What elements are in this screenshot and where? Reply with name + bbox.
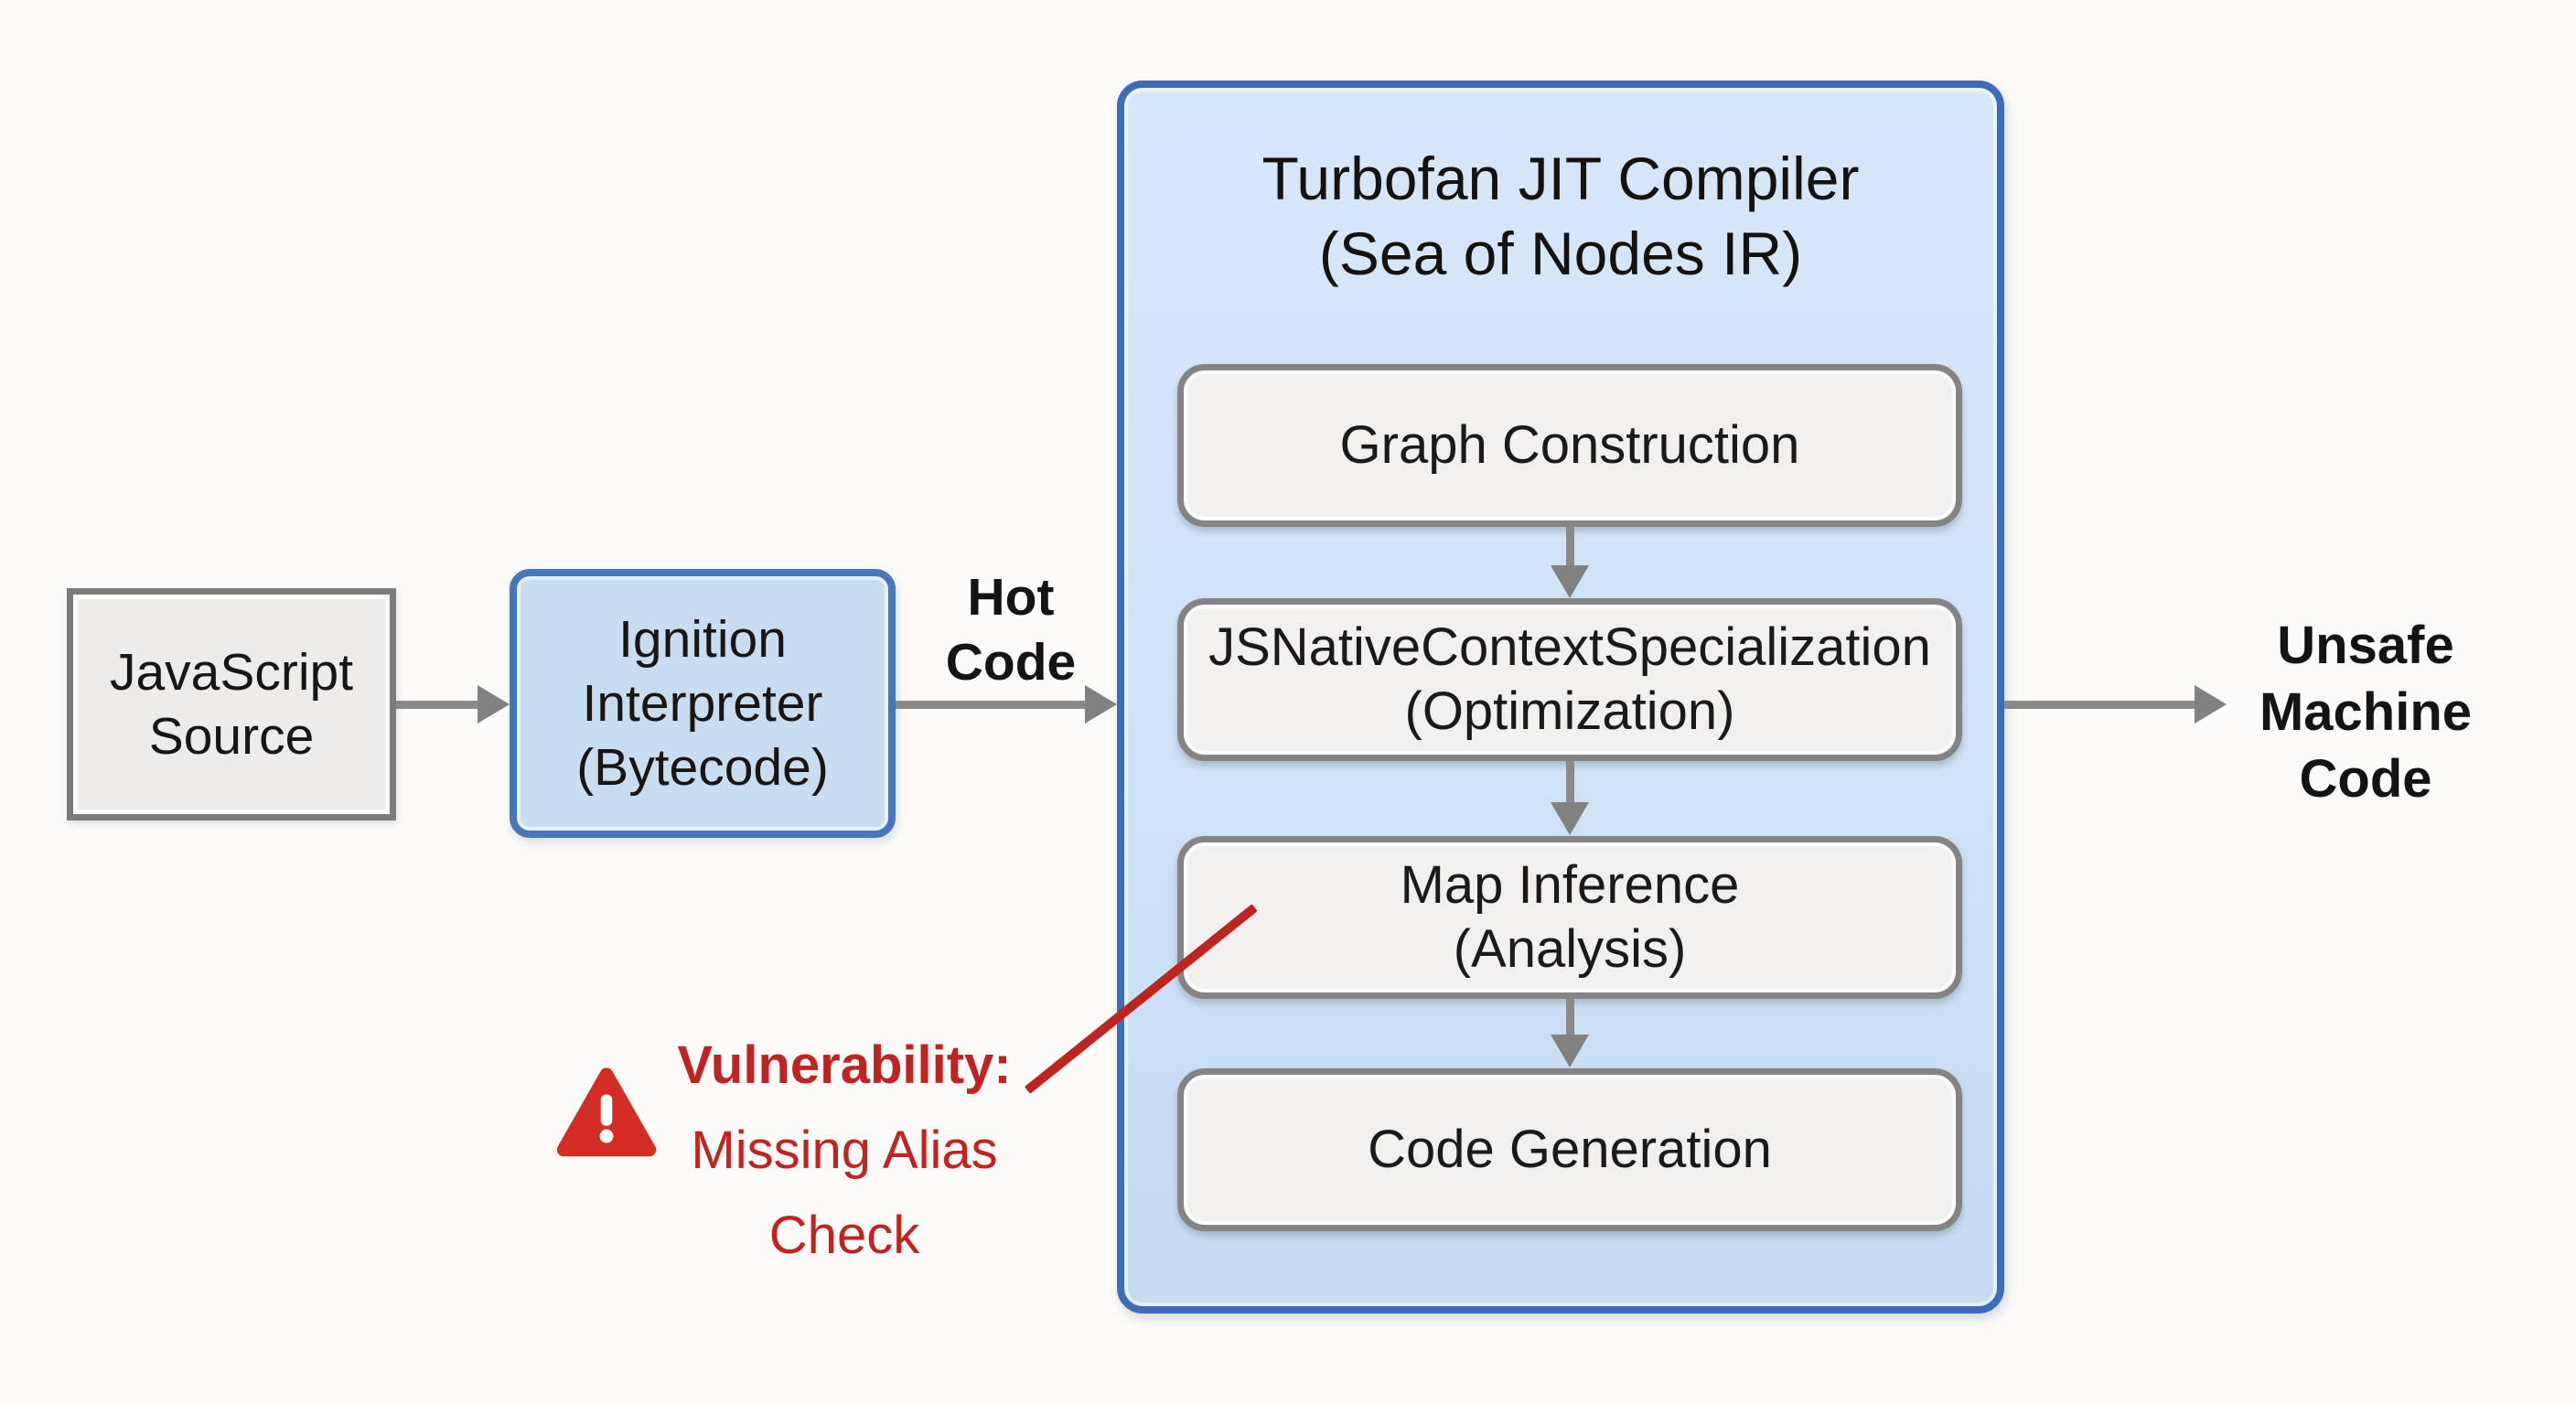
stage-jsnativecontextspecialization: JSNativeContextSpecialization (Optimizat… [1177,598,1962,761]
javascript-source-box: JavaScript Source [67,588,396,820]
warning-triangle-icon [556,1067,657,1157]
arrow-stage2-to-stage3 [1550,761,1590,836]
unsafe-machine-code-label: Unsafe Machine Code [2259,615,2473,809]
arrow-head-icon [478,685,510,724]
arrow-head-icon [1085,685,1117,724]
stage-map-inference: Map Inference (Analysis) [1177,836,1962,999]
arrow-shaft [1566,527,1574,567]
turbofan-title: Turbofan JIT Compiler (Sea of Nodes IR) [1261,145,1860,287]
vulnerability-line2: Missing Alias [691,1121,998,1180]
arrow-ignition-to-turbofan [896,684,1117,724]
arrow-shaft [396,701,480,709]
vulnerability-callout: Vulnerability: Missing Alias Check [666,1023,1023,1278]
arrow-head-icon [1551,802,1589,835]
arrow-turbofan-to-output [2004,684,2227,724]
ignition-interpreter-box: Ignition Interpreter (Bytecode) [510,569,896,838]
turbofan-jit-container: Turbofan JIT Compiler (Sea of Nodes IR) … [1117,80,2004,1314]
arrow-shaft [896,701,1088,709]
arrow-head-icon [2195,685,2227,724]
arrow-shaft [2004,701,2197,709]
arrow-shaft [1566,761,1574,803]
stage-code-generation: Code Generation [1177,1068,1962,1231]
arrow-head-icon [1551,1035,1589,1067]
hot-code-label: Hot Code [945,568,1077,692]
arrow-stage1-to-stage2 [1550,527,1590,599]
arrow-stage3-to-stage4 [1550,999,1590,1068]
vulnerability-line3: Check [768,1206,920,1265]
vulnerability-heading: Vulnerability: [677,1035,1012,1095]
arrow-head-icon [1551,565,1589,598]
arrow-shaft [1566,999,1574,1035]
arrow-source-to-ignition [396,684,510,724]
stage-graph-construction: Graph Construction [1177,364,1962,527]
